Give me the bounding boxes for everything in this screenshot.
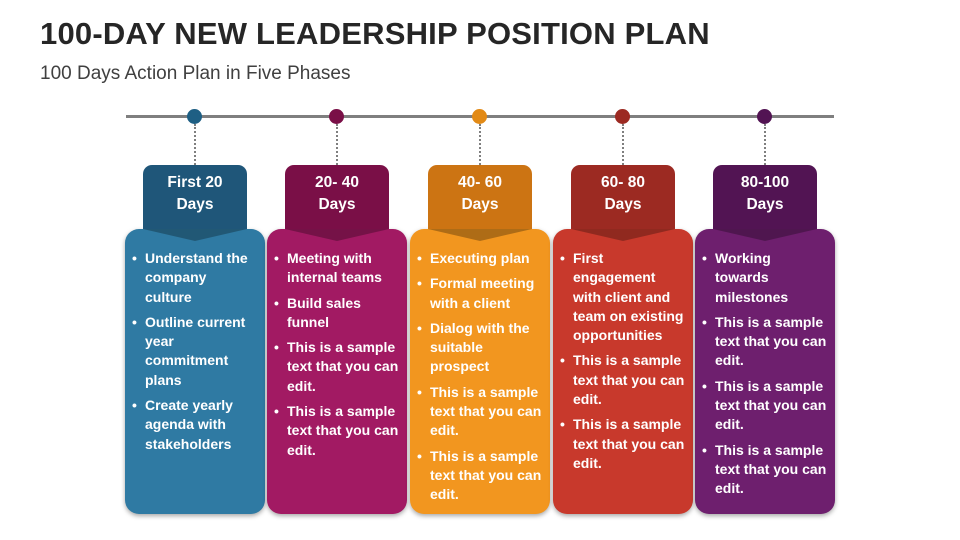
- phase-item: Create yearly agenda with stakeholders: [132, 396, 257, 454]
- phase-item: This is a sample text that you can edit.: [702, 377, 827, 435]
- phase-item-list: Working towards milestonesThis is a samp…: [695, 229, 835, 499]
- connector-line: [764, 124, 766, 165]
- phase-card: Working towards milestonesThis is a samp…: [695, 229, 835, 514]
- page-subtitle: 100 Days Action Plan in Five Phases: [40, 63, 351, 84]
- phase-header-line: 80-100: [740, 174, 790, 191]
- phase-card: Executing planFormal meeting with a clie…: [410, 229, 550, 514]
- phase-column-3: Executing planFormal meeting with a clie…: [410, 0, 550, 540]
- phase-column-1: Understand the company cultureOutline cu…: [125, 0, 265, 540]
- phase-column-4: First engagement with client and team on…: [553, 0, 693, 540]
- phase-column-5: Working towards milestonesThis is a samp…: [695, 0, 835, 540]
- phase-item: This is a sample text that you can edit.: [702, 313, 827, 371]
- phase-column-2: Meeting with internal teamsBuild sales f…: [267, 0, 407, 540]
- connector-line: [622, 124, 624, 165]
- phase-item: Outline current year commitment plans: [132, 313, 257, 390]
- phase-item: This is a sample text that you can edit.: [702, 441, 827, 499]
- phase-header: 20- 40 Days: [285, 165, 389, 229]
- phase-card: Meeting with internal teamsBuild sales f…: [267, 229, 407, 514]
- connector-line: [479, 124, 481, 165]
- phase-item: This is a sample text that you can edit.: [417, 447, 542, 505]
- connector-line: [194, 124, 196, 165]
- phase-item-list: Meeting with internal teamsBuild sales f…: [267, 229, 407, 460]
- phase-header-line: First 20: [167, 174, 223, 191]
- phase-item: Dialog with the suitable prospect: [417, 319, 542, 377]
- phase-item-list: Executing planFormal meeting with a clie…: [410, 229, 550, 505]
- phase-item: This is a sample text that you can edit.: [560, 351, 685, 409]
- phase-item: This is a sample text that you can edit.: [274, 338, 399, 396]
- timeline-dot: [757, 109, 772, 124]
- phase-card: Understand the company cultureOutline cu…: [125, 229, 265, 514]
- phase-header: 40- 60 Days: [428, 165, 532, 229]
- timeline-dot: [329, 109, 344, 124]
- phase-item: First engagement with client and team on…: [560, 249, 685, 345]
- page-title: 100-DAY NEW LEADERSHIP POSITION PLAN: [40, 16, 710, 51]
- timeline-dot: [472, 109, 487, 124]
- phase-item: Working towards milestones: [702, 249, 827, 307]
- phase-item: This is a sample text that you can edit.: [560, 415, 685, 473]
- phase-header-line: Days: [604, 196, 642, 213]
- phase-item: Formal meeting with a client: [417, 274, 542, 313]
- phase-item-list: First engagement with client and team on…: [553, 229, 693, 473]
- phase-header-line: 40- 60: [458, 174, 502, 191]
- phase-item: Meeting with internal teams: [274, 249, 399, 288]
- connector-line: [336, 124, 338, 165]
- phase-header: First 20 Days: [143, 165, 247, 229]
- phase-header-line: Days: [318, 196, 356, 213]
- phase-header-line: Days: [746, 196, 784, 213]
- phase-item: This is a sample text that you can edit.: [274, 402, 399, 460]
- timeline-dot: [615, 109, 630, 124]
- phase-header-line: 60- 80: [601, 174, 645, 191]
- phase-item: Understand the company culture: [132, 249, 257, 307]
- phase-header-line: Days: [176, 196, 214, 213]
- phase-header-line: 20- 40: [315, 174, 359, 191]
- phase-item-list: Understand the company cultureOutline cu…: [125, 229, 265, 454]
- phase-item: This is a sample text that you can edit.: [417, 383, 542, 441]
- timeline-dot: [187, 109, 202, 124]
- phase-item: Executing plan: [417, 249, 542, 269]
- phase-header-line: Days: [461, 196, 499, 213]
- phase-header: 60- 80 Days: [571, 165, 675, 229]
- phase-item: Build sales funnel: [274, 294, 399, 333]
- phase-card: First engagement with client and team on…: [553, 229, 693, 514]
